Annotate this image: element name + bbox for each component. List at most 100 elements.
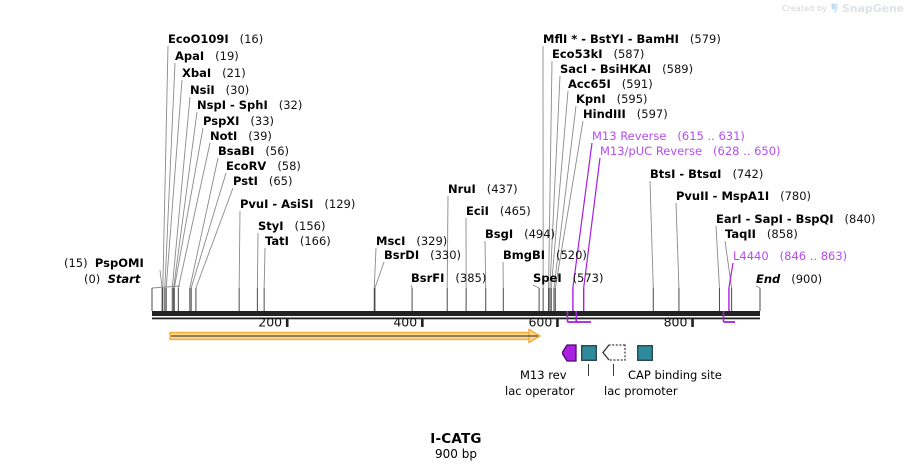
enzyme-tick-group [151,288,761,311]
label-eco53ki[interactable]: Eco53kI (587) [552,48,644,61]
label-name-ecoo109i: EcoO109I [168,32,229,46]
label-bsrdi[interactable]: BsrDI (330) [384,249,461,262]
cap-binding-site-icon[interactable] [637,345,653,365]
label-pspxi[interactable]: PspXI (33) [203,115,274,128]
label-pvui-asisi[interactable]: PvuI - AsiSI (129) [240,198,355,211]
label-pos-psti: (65) [268,174,293,188]
leader-line-apai [164,62,176,289]
label-pos-psopomi: (15) [64,256,88,270]
label-taqii[interactable]: TaqII (858) [725,228,798,241]
label-name-btsi-btsai: BtsI - Btsα͏I [650,167,722,181]
leader-line-pspxi [173,127,204,289]
label-name-xbai: XbaI [182,66,212,80]
leader-line-bsabi [189,157,219,289]
label-nspi-sphi[interactable]: NspI - SphI (32) [197,99,302,112]
label-saci-bsihkai[interactable]: SacI - BsiHKAI (589) [560,63,693,76]
label-pos-btsi-btsai: (742) [732,167,764,181]
label-tati[interactable]: TatI (166) [265,235,331,248]
label-pos-bsgi: (494) [524,227,556,241]
leader-line-psopomi [159,269,163,289]
label-name-msci: MscI [376,234,406,248]
label-name-pvuii-mspa1i: PvuII - MspA1I [676,189,770,203]
bracket-m13-reverse [566,311,579,323]
label-name-mfli-bstyi-bamhi: MflI * - BstYI - BamHI [543,32,679,46]
label-pos-m13puc-reverse: (628 .. 650) [713,144,781,158]
label-acc65i[interactable]: Acc65I (591) [568,78,653,91]
label-pos-msci: (329) [416,234,448,248]
m13-rev-icon[interactable] [561,343,577,367]
label-ecorv[interactable]: EcoRV (58) [226,160,301,173]
label-noti[interactable]: NotI (39) [210,130,272,143]
label-name-eari-sapi-bspqi: EarI - SapI - BspQI [716,212,834,226]
label-psti[interactable]: PstI (65) [233,175,292,188]
lac-promoter-icon[interactable] [602,342,626,367]
label-pos-nsii: (30) [225,83,250,97]
label-name-nrui: NruI [448,182,476,196]
label-m13puc-reverse[interactable]: M13/pUC Reverse (628 .. 650) [600,145,781,158]
label-name-kpni: KpnI [576,92,606,106]
leader-line-btsi-btsai [649,180,654,289]
feature-label-m13-rev: M13 rev [520,368,567,382]
label-bmgbi[interactable]: BmgBI (520) [503,249,587,262]
label-pos-apai: (19) [215,49,239,63]
label-l4440[interactable]: L4440 (846 .. 863) [733,250,847,263]
leader-line-xbai [165,79,183,289]
leader-line-taqii [724,240,733,289]
label-name-hindiii: HindIII [583,107,626,121]
label-name-m13puc-reverse: M13/pUC Reverse [600,144,703,158]
label-msci[interactable]: MscI (329) [376,235,447,248]
label-bsrfi[interactable]: BsrFI (385) [411,272,486,285]
label-pos-acc65i: (591) [621,77,653,91]
label-apai[interactable]: ApaI (19) [175,50,239,63]
bracket-l4440 [722,311,736,323]
orf-arrow-group [169,328,542,344]
label-name-psti: PstI [233,174,258,188]
snapgene-watermark: Created by SnapGene [782,2,904,15]
leader-line-end [755,285,761,289]
label-styi[interactable]: StyI (156) [258,220,325,233]
label-btsi-btsai[interactable]: BtsI - Btsα͏I (742) [650,168,763,181]
label-nsii[interactable]: NsiI (30) [190,84,249,97]
label-ecii[interactable]: EciI (465) [466,205,531,218]
label-pos-end: (900) [791,272,823,286]
label-eari-sapi-bspqi[interactable]: EarI - SapI - BspQI (840) [716,213,875,226]
label-nrui[interactable]: NruI (437) [448,183,518,196]
label-end[interactable]: End (900) [756,273,822,286]
label-name-styi: StyI [258,219,284,233]
lac-promoter-leader-tick [613,364,614,376]
label-name-bmgbi: BmgBI [503,248,546,262]
ruler-tick-label-600: 600 [528,315,552,330]
label-name-spei: SpeI [533,271,562,285]
watermark-created-by-label: Created by [781,4,827,13]
lac-operator-icon[interactable] [581,345,597,365]
label-start[interactable]: (0) Start [84,273,140,286]
label-pos-start: (0) [84,272,101,286]
label-name-nspi-sphi: NspI - SphI [197,98,268,112]
label-m13-reverse[interactable]: M13 Reverse (615 .. 631) [592,130,745,143]
label-pos-styi: (156) [294,219,326,233]
label-hindiii[interactable]: HindIII (597) [583,108,668,121]
label-xbai[interactable]: XbaI (21) [182,67,246,80]
label-name-psopomi: PspOMI [94,256,144,270]
label-kpni[interactable]: KpnI (595) [576,93,648,106]
leader-line-psti [195,187,234,289]
snapgene-logo-icon [831,3,838,14]
leader-line-pvuii-mspa1i [675,202,680,289]
leader-line-m13puc-reverse [583,157,601,289]
label-bsabi[interactable]: BsaBI (56) [218,145,289,158]
label-spei[interactable]: SpeI (573) [533,272,604,285]
plasmid-name: I-CATG [430,431,482,447]
label-name-tati: TatI [265,234,289,248]
leader-line-m13-reverse [572,142,593,289]
label-psopomi[interactable]: (15) PspOMI [64,257,144,270]
label-ecoo109i[interactable]: EcoO109I (16) [168,33,263,46]
label-bsgi[interactable]: BsgI (494) [485,228,555,241]
label-pvuii-mspa1i[interactable]: PvuII - MspA1I (780) [676,190,811,203]
label-pos-pvuii-mspa1i: (780) [780,189,812,203]
label-name-bsgi: BsgI [485,227,514,241]
label-name-apai: ApaI [175,49,205,63]
label-pos-pvui-asisi: (129) [324,197,356,211]
label-mfli-bstyi-bamhi[interactable]: MflI * - BstYI - BamHI (579) [543,33,721,46]
label-name-saci-bsihkai: SacI - BsiHKAI [560,62,652,76]
